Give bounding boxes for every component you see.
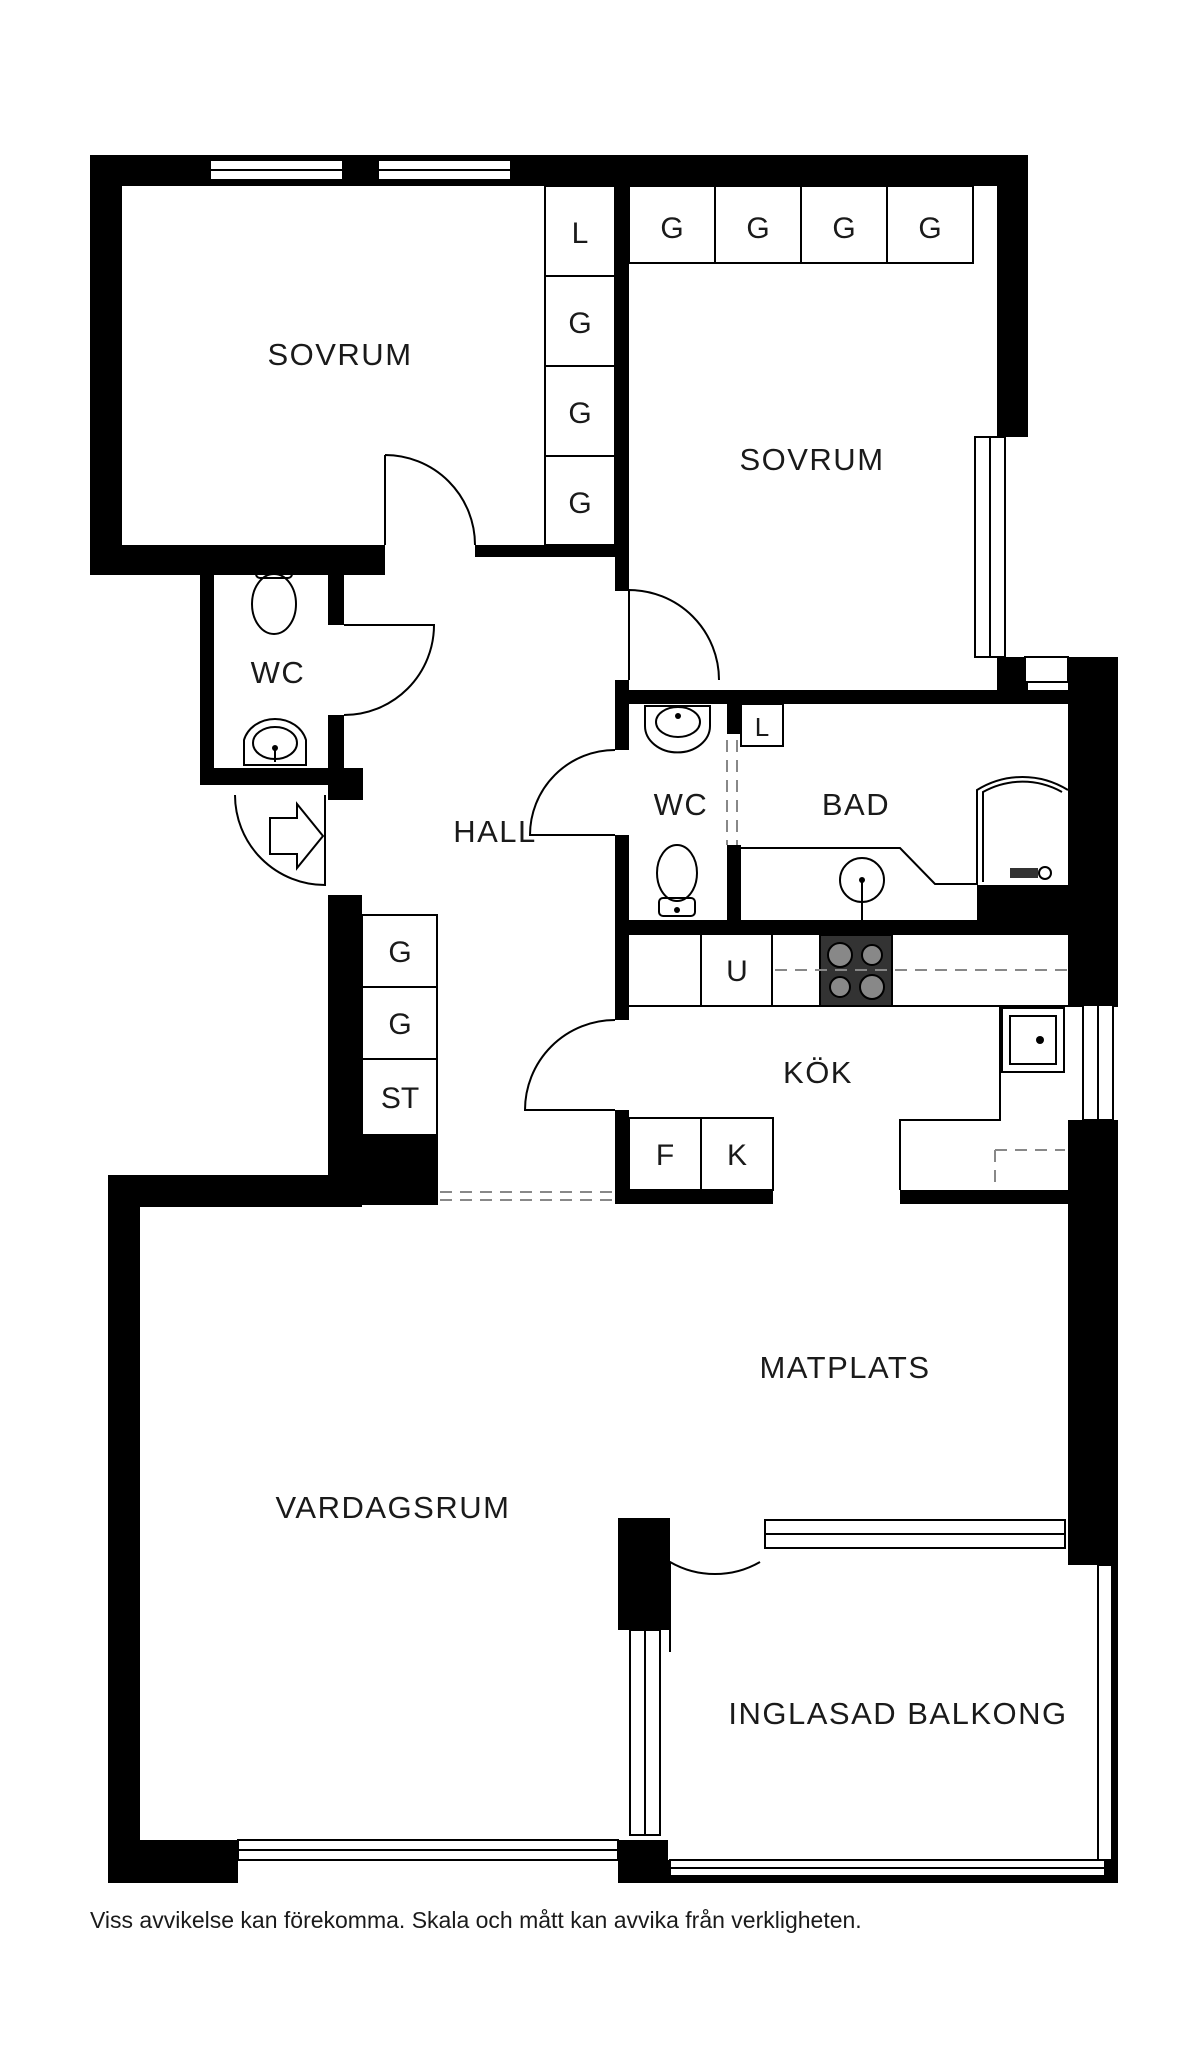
sink-icon <box>644 705 711 754</box>
toilet-icon <box>251 559 297 635</box>
cabinet-label: L <box>755 712 769 742</box>
cabinet-label: G <box>832 212 855 245</box>
cabinet-label: G <box>568 487 591 520</box>
kitchen-sink-icon <box>1001 1007 1065 1073</box>
cabinet-label: ST <box>381 1082 419 1115</box>
room-label-wc-1: WC <box>251 655 306 690</box>
entrance-arrow-icon <box>269 801 325 871</box>
cabinet-label: L <box>572 217 589 250</box>
cabinet-label: K <box>727 1139 747 1172</box>
cabinet-label: G <box>388 1008 411 1041</box>
cabinet-label: G <box>746 212 769 245</box>
cabinet-label: G <box>918 212 941 245</box>
room-labels: SOVRUM SOVRUM WC WC HALL BAD KÖK MATPLAT… <box>251 337 1067 1731</box>
shower-icon <box>976 776 1069 885</box>
cabinet-label: G <box>568 397 591 430</box>
room-label-sovrum-1: SOVRUM <box>267 337 412 372</box>
sanitary <box>243 559 1069 920</box>
windows <box>209 159 1114 1877</box>
toilet-icon <box>656 844 698 917</box>
sink-icon <box>741 847 977 920</box>
room-label-balkong: INGLASAD BALKONG <box>728 1696 1067 1731</box>
cabinet-label: U <box>726 955 748 988</box>
cabinet-label: G <box>660 212 683 245</box>
disclaimer-text: Viss avvikelse kan förekomma. Skala och … <box>90 1907 862 1933</box>
room-label-wc-2: WC <box>654 787 709 822</box>
cabinet-label: G <box>388 936 411 969</box>
room-label-bad: BAD <box>822 787 890 822</box>
room-label-kok: KÖK <box>783 1055 853 1090</box>
room-label-vardagsrum: VARDAGSRUM <box>276 1490 511 1525</box>
walls <box>90 155 1118 1883</box>
cabinet-labels: L G G G G G G G L G G ST U F K <box>381 212 942 1172</box>
room-label-hall: HALL <box>453 814 537 849</box>
sink-icon <box>243 717 307 766</box>
cabinet-label: G <box>568 307 591 340</box>
room-label-matplats: MATPLATS <box>759 1350 930 1385</box>
cabinet-label: F <box>656 1139 674 1172</box>
room-label-sovrum-2: SOVRUM <box>739 442 884 477</box>
cabinets <box>361 185 1068 1201</box>
doors <box>234 454 761 1652</box>
